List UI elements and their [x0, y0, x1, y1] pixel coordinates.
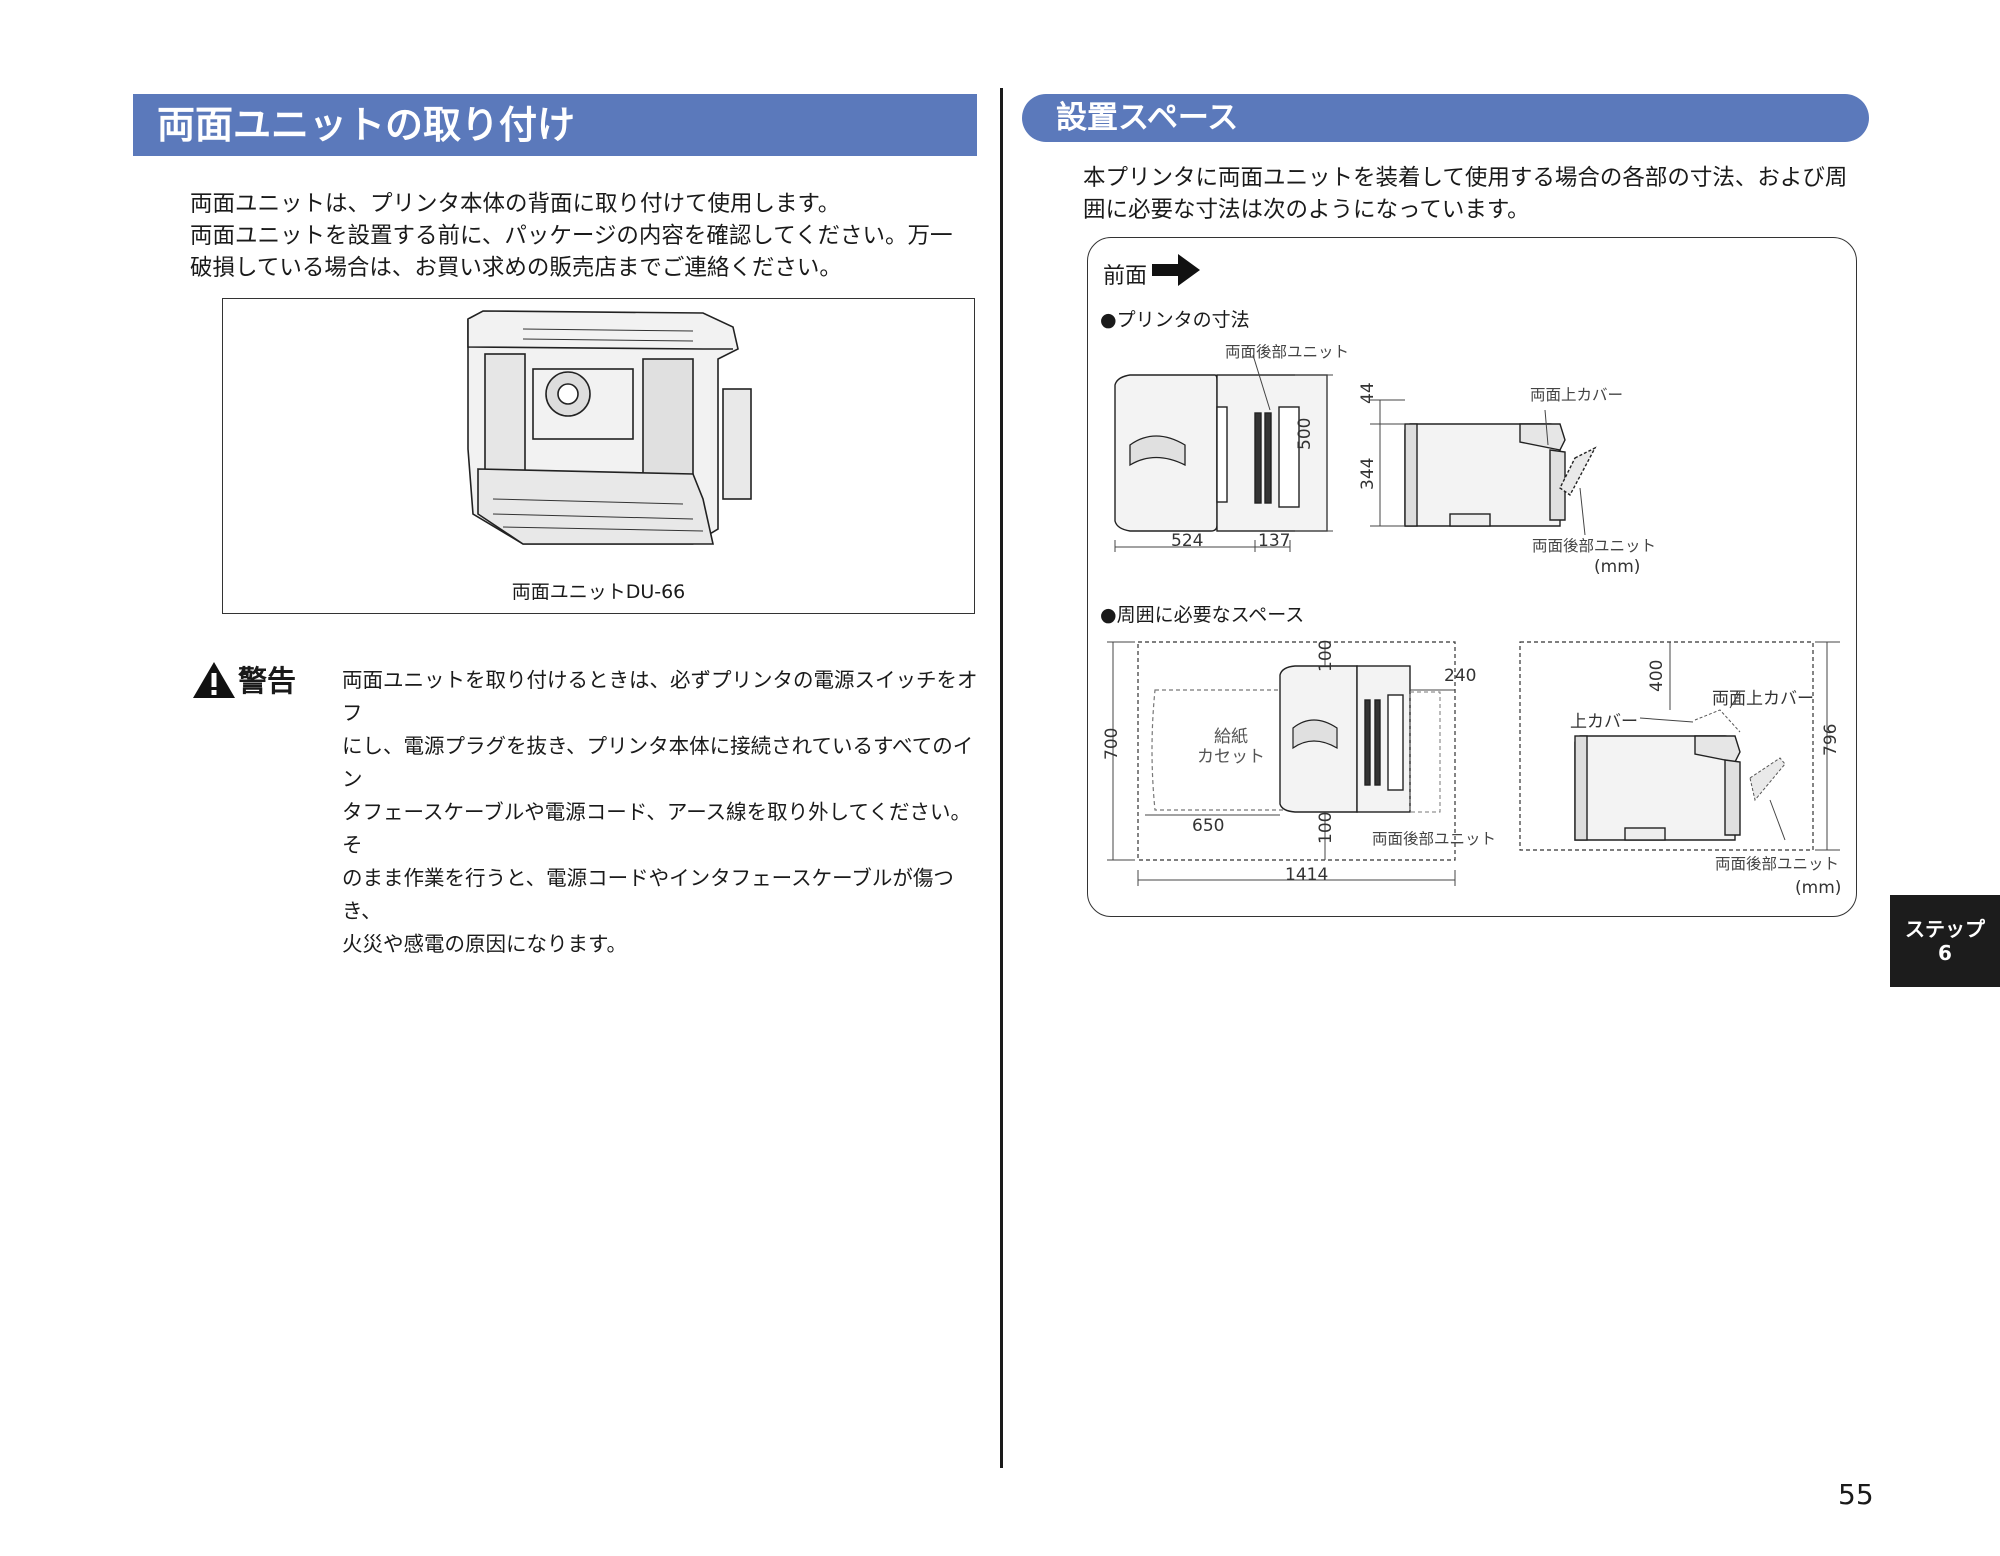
- intro-line: 両面ユニットは、プリンタ本体の背面に取り付けて使用します。: [190, 191, 841, 217]
- space-intro-line: 囲に必要な寸法は次のようになっています。: [1083, 197, 1530, 223]
- duplex-unit-illustration: [467, 310, 752, 545]
- warning-line: タフェースケーブルや電源コード、アース線を取り外してください。そ: [342, 800, 971, 857]
- label-rear-unit-side: 両面後部ユニット: [1532, 537, 1657, 555]
- dim-100-top: 100: [1316, 639, 1336, 672]
- space-side-view-diagram: [1519, 641, 1840, 851]
- intro-line: 両面ユニットを設置する前に、パッケージの内容を確認してください。万一: [190, 223, 953, 249]
- warning-line: のまま作業を行うと、電源コードやインタフェースケーブルが傷つき、: [342, 866, 954, 923]
- dim-344: 344: [1358, 457, 1378, 490]
- label-rear-unit-side-space: 両面後部ユニット: [1715, 855, 1840, 873]
- step-tab-label: ステップ: [1905, 917, 1985, 941]
- page-number: 55: [1838, 1478, 1874, 1511]
- label-top-cover: 上カバー: [1570, 712, 1638, 732]
- space-dims-heading: ●周囲に必要なスペース: [1100, 604, 1305, 626]
- warning-line: にし、電源プラグを抜き、プリンタ本体に接続されているすべてのイン: [342, 734, 974, 791]
- dim-650: 650: [1192, 816, 1225, 836]
- dimensions-panel: [1087, 237, 1857, 917]
- cassette-label: 給紙 カセット: [1197, 727, 1265, 767]
- label-upper-cover-space: 両面上カバー: [1712, 689, 1814, 709]
- printer-dimension-diagram: [1114, 354, 1333, 552]
- warning-line: 火災や感電の原因になります。: [342, 932, 627, 956]
- space-intro-paragraph: 本プリンタに両面ユニットを装着して使用する場合の各部の寸法、および周 囲に必要な…: [1083, 162, 1873, 226]
- dim-500: 500: [1295, 417, 1315, 450]
- cassette-label-line: カセット: [1197, 747, 1265, 767]
- label-rear-unit-space: 両面後部ユニット: [1372, 830, 1497, 848]
- warning-icon: [193, 662, 235, 698]
- dim-700: 700: [1102, 727, 1122, 760]
- unit-mm-bottom: (mm): [1795, 878, 1842, 898]
- arrow-right-icon: [1152, 254, 1200, 286]
- dim-796: 796: [1821, 723, 1841, 756]
- space-top-view-diagram: [1107, 641, 1456, 886]
- illustration-caption: 両面ユニットDU-66: [511, 581, 686, 603]
- section-title-duplex-install: 両面ユニットの取り付け: [133, 94, 977, 156]
- printer-dims-heading: ●プリンタの寸法: [1100, 309, 1250, 331]
- dim-44: 44: [1358, 382, 1378, 404]
- dim-524: 524: [1171, 531, 1204, 551]
- label-upper-cover: 両面上カバー: [1530, 386, 1624, 404]
- warning-label: 警告: [238, 664, 297, 698]
- dim-100-bottom: 100: [1316, 811, 1336, 844]
- label-rear-unit: 両面後部ユニット: [1225, 343, 1350, 361]
- dim-240: 240: [1444, 666, 1477, 686]
- dim-400: 400: [1647, 659, 1667, 692]
- warning-line: 両面ユニットを取り付けるときは、必ずプリンタの電源スイッチをオフ: [342, 668, 978, 725]
- step-tab-number: 6: [1938, 941, 1952, 965]
- intro-line: 破損している場合は、お買い求めの販売店までご連絡ください。: [190, 255, 842, 281]
- front-label: 前面: [1103, 264, 1148, 289]
- warning-text: 両面ユニットを取り付けるときは、必ずプリンタの電源スイッチをオフ にし、電源プラ…: [342, 664, 982, 961]
- section-title-installation-space: 設置スペース: [1022, 94, 1869, 142]
- dim-137: 137: [1258, 531, 1291, 551]
- step-tab: ステップ 6: [1890, 895, 2000, 987]
- intro-paragraph: 両面ユニットは、プリンタ本体の背面に取り付けて使用します。 両面ユニットを設置す…: [190, 188, 980, 284]
- duplex-unit-illustration-frame: 両面ユニットDU-66: [222, 298, 975, 614]
- dim-1414: 1414: [1285, 865, 1329, 885]
- printer-side-view-diagram: [1370, 399, 1597, 536]
- space-intro-line: 本プリンタに両面ユニットを装着して使用する場合の各部の寸法、および周: [1083, 165, 1848, 191]
- column-divider: [1000, 88, 1003, 1468]
- cassette-label-line: 給紙: [1214, 727, 1248, 747]
- unit-mm-top: (mm): [1594, 557, 1641, 577]
